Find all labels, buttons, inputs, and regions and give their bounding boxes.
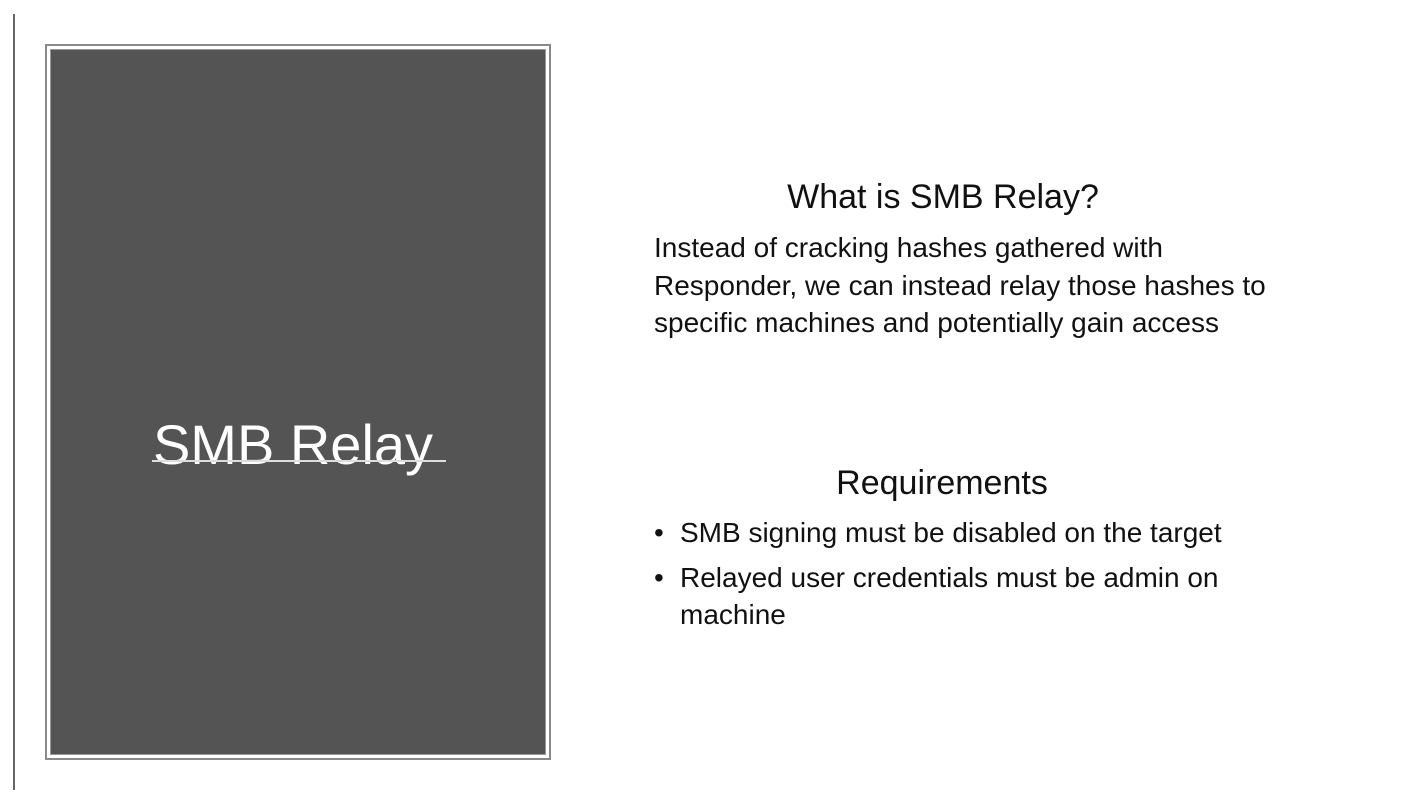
section-heading-requirements: Requirements <box>836 464 1048 502</box>
list-item: • Relayed user credentials must be admin … <box>654 559 1274 634</box>
list-item: • SMB signing must be disabled on the tar… <box>654 514 1274 552</box>
section-heading-what-is: What is SMB Relay? <box>787 178 1099 216</box>
bullet-icon: • <box>654 517 664 548</box>
bullet-text: Relayed user credentials must be admin o… <box>680 561 1219 631</box>
bullet-icon: • <box>654 561 664 593</box>
title-panel-frame: SMB Relay <box>45 44 551 760</box>
section-body-description: Instead of cracking hashes gathered with… <box>654 229 1294 342</box>
requirements-list: • SMB signing must be disabled on the tar… <box>654 514 1274 641</box>
title-underline <box>152 460 446 462</box>
description-text: Instead of cracking hashes gathered with… <box>654 232 1266 338</box>
title-panel: SMB Relay <box>50 49 546 755</box>
bullet-text: SMB signing must be disabled on the targ… <box>680 517 1222 548</box>
slide-edge-divider <box>13 14 15 790</box>
slide-title: SMB Relay <box>152 413 434 476</box>
